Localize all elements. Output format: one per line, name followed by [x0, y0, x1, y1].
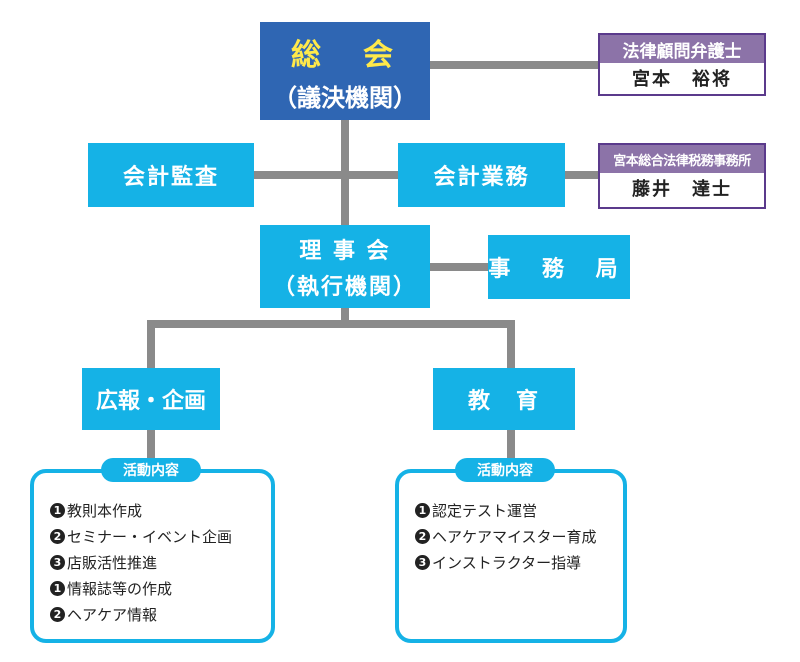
general-assembly-box: 総 会 （議決機関） — [260, 22, 430, 120]
list-item-text: ヘアケア情報 — [67, 605, 158, 624]
number-icon: 3 — [415, 554, 430, 570]
board-box: 理 事 会 （執行機関） — [260, 225, 430, 308]
tax-office-name: 藤井 達士 — [632, 179, 732, 200]
list-item-text: 教則本作成 — [67, 501, 143, 520]
accounting-box: 会計業務 — [398, 143, 565, 207]
list-item-text: 情報誌等の作成 — [67, 579, 173, 598]
education-box: 教 育 — [433, 368, 575, 430]
board-title: 理 事 会 — [299, 238, 391, 264]
general-assembly-title: 総 会 — [291, 37, 399, 73]
list-item-text: 認定テスト運営 — [432, 501, 538, 520]
list-item-text: ヘアケアマイスター育成 — [432, 527, 597, 546]
pr-activity-title: 活動内容 — [101, 458, 201, 482]
connector-board-secretariat — [430, 263, 490, 271]
pr-planning-label: 広報・企画 — [95, 389, 206, 414]
connector-accounting-taxoffice — [565, 171, 600, 179]
connector-audit-accounting — [254, 171, 399, 179]
board-subtitle: （執行機関） — [272, 274, 417, 300]
legal-advisor-role: 法律顧問弁護士 — [600, 35, 764, 63]
secretariat-box: 事 務 局 — [488, 235, 630, 299]
connector-board-down — [341, 306, 349, 326]
accounting-label: 会計業務 — [433, 165, 530, 190]
number-icon: 1 — [50, 580, 65, 596]
list-item-text: セミナー・イベント企画 — [67, 527, 233, 546]
number-icon: 1 — [50, 502, 65, 518]
number-icon: 2 — [50, 528, 65, 544]
list-item-text: インストラクター指導 — [432, 553, 582, 572]
education-label: 教 育 — [467, 389, 540, 414]
list-item-text: 店販活性推進 — [67, 553, 158, 572]
number-icon: 3 — [50, 554, 65, 570]
audit-label: 会計監査 — [122, 165, 219, 190]
education-activity-title: 活動内容 — [455, 458, 555, 482]
connector-branch-left — [147, 320, 155, 370]
number-icon: 2 — [415, 528, 430, 544]
audit-box: 会計監査 — [88, 143, 254, 207]
connector-branch-horizontal — [147, 320, 515, 328]
connector-education-activity — [507, 428, 515, 460]
legal-advisor-box: 法律顧問弁護士 宮本 裕将 — [598, 33, 766, 96]
general-assembly-subtitle: （議決機関） — [273, 83, 417, 112]
legal-advisor-name: 宮本 裕将 — [632, 69, 732, 90]
connector-assembly-advisor — [430, 61, 600, 69]
number-icon: 2 — [50, 606, 65, 622]
pr-planning-box: 広報・企画 — [82, 368, 220, 430]
tax-office-box: 宮本総合法律税務事務所 藤井 達士 — [598, 143, 766, 209]
number-icon: 1 — [415, 502, 430, 518]
connector-branch-right — [507, 320, 515, 370]
tax-office-role: 宮本総合法律税務事務所 — [600, 145, 764, 173]
connector-pr-activity — [147, 428, 155, 460]
secretariat-label: 事 務 局 — [488, 257, 630, 282]
